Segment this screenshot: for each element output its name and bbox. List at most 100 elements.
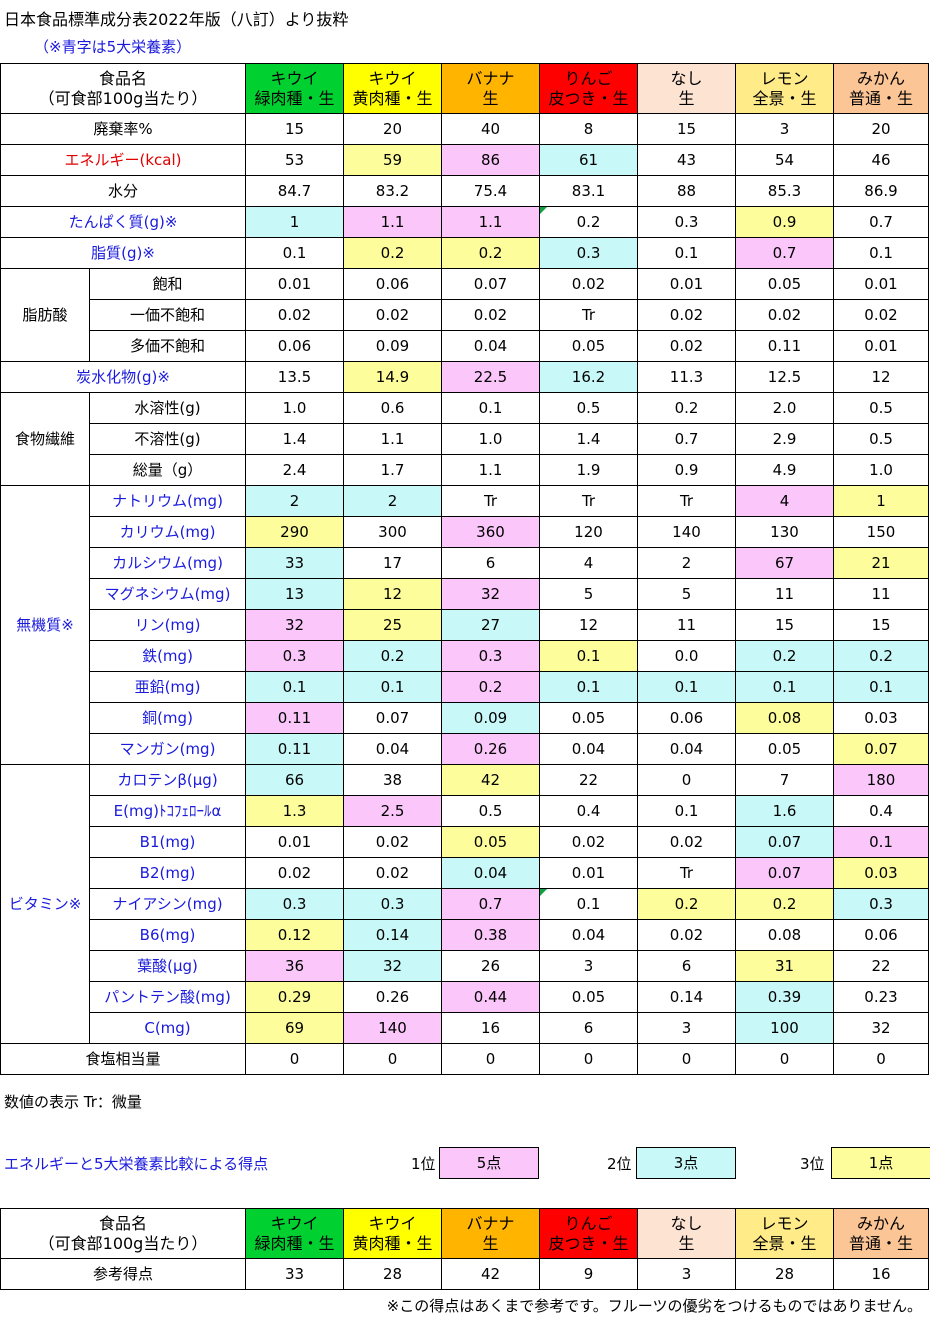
value-cell: 130	[735, 516, 834, 548]
value-cell: 0.05	[539, 702, 638, 734]
value-cell: 0.2	[833, 640, 929, 672]
score-table: 食品名（可食部100g当たり）キウイ緑肉種・生キウイ黄肉種・生バナナ生りんご皮つ…	[0, 1208, 929, 1290]
value-cell: 0.01	[245, 268, 344, 300]
value-cell: 0.05	[735, 268, 834, 300]
value-cell: 0.5	[539, 392, 638, 424]
fruit-variety: 生	[482, 1233, 499, 1253]
rank-points-box: 1点	[831, 1147, 930, 1179]
row-label: 水分	[0, 175, 246, 207]
rank-label: 1位	[411, 1155, 436, 1173]
value-cell: 0	[343, 1043, 442, 1075]
value-cell: 38	[343, 764, 442, 796]
value-cell: 15	[735, 609, 834, 641]
blue-text-note: （※青字は5大栄養素）	[34, 38, 192, 56]
value-cell: 11.3	[637, 361, 736, 393]
fruit-name: キウイ	[270, 1213, 319, 1233]
value-cell: 0.04	[441, 857, 540, 889]
fruit-header-2: バナナ生	[441, 63, 540, 114]
fruit-header-5: レモン全景・生	[735, 1208, 834, 1259]
value-cell: 0.2	[539, 206, 638, 238]
value-cell: 13.5	[245, 361, 344, 393]
value-cell: 0.14	[637, 981, 736, 1013]
value-cell: 15	[833, 609, 929, 641]
value-cell: 0.3	[539, 237, 638, 269]
score-value: 33	[245, 1258, 344, 1290]
value-cell: Tr	[637, 857, 736, 889]
value-cell: 0.02	[343, 857, 442, 889]
value-cell: 8	[539, 113, 638, 145]
fruit-variety: 黄肉種・生	[352, 1233, 433, 1253]
row-group-label: 脂肪酸	[0, 268, 90, 362]
food-name-header: 食品名（可食部100g当たり）	[0, 1208, 246, 1259]
value-cell: 0.1	[441, 392, 540, 424]
value-cell: 86.9	[833, 175, 929, 207]
value-cell: 0.11	[245, 702, 344, 734]
row-label: 食塩相当量	[0, 1043, 246, 1075]
value-cell: 1.0	[245, 392, 344, 424]
value-cell: 75.4	[441, 175, 540, 207]
value-cell: 69	[245, 1012, 344, 1044]
value-cell: 0.3	[245, 888, 344, 920]
score-value: 28	[343, 1258, 442, 1290]
value-cell: 6	[441, 547, 540, 579]
value-cell: 0.02	[441, 299, 540, 331]
value-cell: 140	[637, 516, 736, 548]
value-cell: 0.07	[735, 826, 834, 858]
value-cell: 32	[343, 950, 442, 982]
fruit-name: レモン	[760, 1213, 809, 1233]
value-cell: 360	[441, 516, 540, 548]
value-cell: 83.1	[539, 175, 638, 207]
row-label: B1(mg)	[89, 826, 246, 858]
fruit-name: りんご	[564, 68, 613, 88]
row-label: 不溶性(g)	[89, 423, 246, 455]
value-cell: 0.1	[833, 237, 929, 269]
value-cell: 300	[343, 516, 442, 548]
value-cell: 0	[539, 1043, 638, 1075]
value-cell: 0.02	[637, 330, 736, 362]
score-value: 42	[441, 1258, 540, 1290]
value-cell: 33	[245, 547, 344, 579]
value-cell: 0.14	[343, 919, 442, 951]
value-cell: 0.3	[441, 640, 540, 672]
value-cell: 6	[539, 1012, 638, 1044]
value-cell: 0.2	[343, 640, 442, 672]
value-cell: 0.04	[343, 733, 442, 765]
value-cell: 0.02	[539, 826, 638, 858]
row-label: 亜鉛(mg)	[89, 671, 246, 703]
value-cell: 0.6	[343, 392, 442, 424]
value-cell: 22	[539, 764, 638, 796]
value-cell: 2	[245, 485, 344, 517]
header-row: 食品名（可食部100g当たり）キウイ緑肉種・生キウイ黄肉種・生バナナ生りんご皮つ…	[0, 63, 929, 114]
value-cell: 0.1	[343, 671, 442, 703]
value-cell: 36	[245, 950, 344, 982]
value-cell: 14.9	[343, 361, 442, 393]
value-cell: 2.4	[245, 454, 344, 486]
value-cell: 12	[343, 578, 442, 610]
fruit-header-4: なし生	[637, 1208, 736, 1259]
value-cell: 0	[441, 1043, 540, 1075]
value-cell: 1.0	[833, 454, 929, 486]
value-cell: 5	[637, 578, 736, 610]
value-cell: 0.1	[833, 826, 929, 858]
fruit-name: りんご	[564, 1213, 613, 1233]
row-label: 水溶性(g)	[89, 392, 246, 424]
value-cell: 0.26	[343, 981, 442, 1013]
value-cell: 12	[833, 361, 929, 393]
row-label: 飽和	[89, 268, 246, 300]
value-cell: 0.06	[343, 268, 442, 300]
value-cell: 0	[245, 1043, 344, 1075]
value-cell: 0.2	[637, 392, 736, 424]
value-cell: 15	[637, 113, 736, 145]
value-cell: 0.12	[245, 919, 344, 951]
